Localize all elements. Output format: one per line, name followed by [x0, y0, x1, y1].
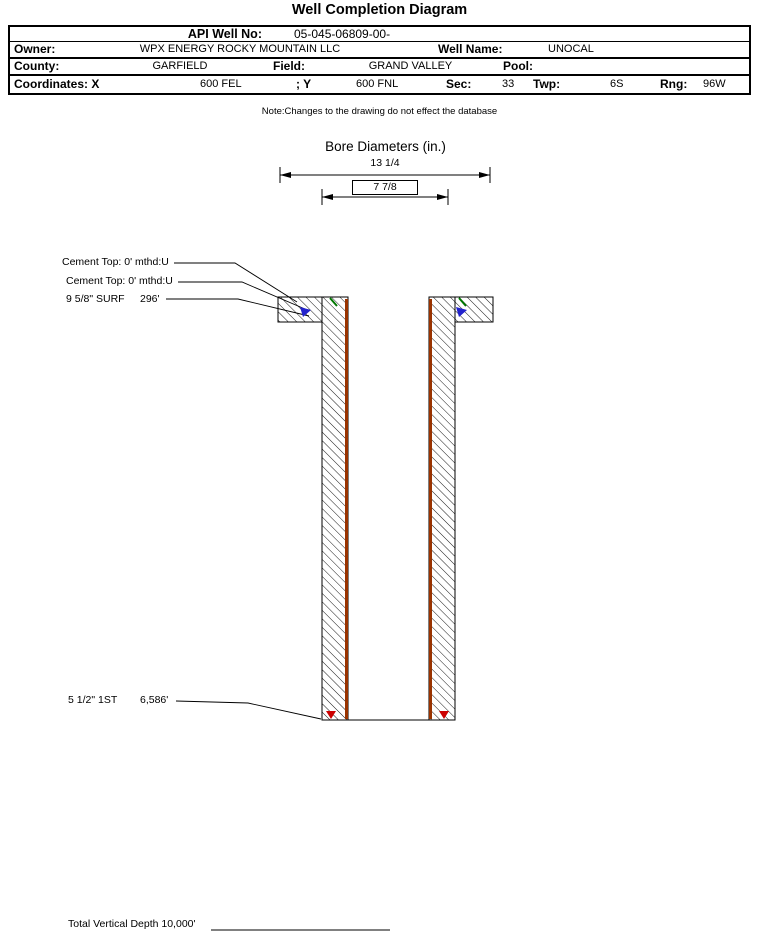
surface-casing-mark-right-icon [456, 307, 467, 317]
cement-top-mark-right-icon [458, 297, 467, 307]
well-name-value: UNOCAL [548, 43, 594, 55]
table-row-owner: Owner: WPX ENERGY ROCKY MOUNTAIN LLC Wel… [10, 41, 749, 57]
api-well-no-value: 05-045-06809-00- [294, 27, 391, 41]
county-label: County: [14, 59, 60, 73]
county-value: GARFIELD [152, 60, 208, 72]
page-title: Well Completion Diagram [291, 2, 468, 18]
cement-top-annotation-2: Cement Top: 0' mthd:U [66, 275, 173, 287]
casing-shoe-mark-right-icon [439, 711, 449, 719]
well-name-label: Well Name: [438, 42, 503, 56]
annulus-left [321, 296, 349, 721]
dim-arrow-left-icon [280, 172, 291, 178]
field-value: GRAND VALLEY [368, 60, 453, 72]
owner-value: WPX ENERGY ROCKY MOUNTAIN LLC [139, 43, 341, 55]
range-value: 96W [703, 78, 726, 90]
leader-first-casing [175, 700, 322, 720]
inner-bore-dimension [321, 189, 449, 205]
section-label: Sec: [446, 77, 472, 91]
range-label: Rng: [660, 77, 688, 91]
inner-bore-diameter-label: 7 7/8 [352, 180, 418, 195]
surface-casing-mark-left-icon [300, 307, 311, 317]
casing-shoe-mark-left-icon [326, 711, 336, 719]
api-well-no-label: API Well No: [187, 27, 262, 41]
section-value: 33 [502, 78, 515, 90]
owner-label: Owner: [14, 42, 56, 56]
surface-casing-label: 9 5/8" SURF [66, 293, 125, 305]
dim-arrow-left-icon [322, 194, 333, 200]
first-casing-label: 5 1/2" 1ST [68, 694, 118, 706]
first-casing-depth: 6,586' [140, 694, 169, 706]
table-row-county: County: GARFIELD Field: GRAND VALLEY Poo… [10, 57, 749, 74]
field-label: Field: [273, 59, 305, 73]
cement-top-mark-left-icon [329, 297, 338, 307]
cement-top-annotation-1: Cement Top: 0' mthd:U [62, 256, 169, 268]
coordinate-y-label: ; Y [296, 77, 312, 91]
pool-label: Pool: [503, 59, 533, 73]
coordinate-x-value: 600 FEL [200, 78, 242, 90]
table-row-api: API Well No: 05-045-06809-00- [10, 27, 749, 41]
annulus-right [428, 296, 456, 721]
surface-annulus-left [277, 296, 323, 323]
outer-bore-dimension [279, 167, 491, 183]
surface-casing-depth: 296' [140, 293, 160, 305]
leader-cement-top-1 [174, 262, 298, 303]
dim-arrow-right-icon [479, 172, 490, 178]
total-vertical-depth-label: Total Vertical Depth 10,000' [68, 918, 196, 930]
well-info-table: API Well No: 05-045-06809-00- Owner: WPX… [8, 25, 751, 95]
dim-arrow-right-icon [437, 194, 448, 200]
outer-bore-diameter-label: 13 1/4 [370, 157, 400, 169]
township-value: 6S [610, 78, 624, 90]
township-label: Twp: [533, 77, 561, 91]
database-note: Note:Changes to the drawing do not effec… [261, 106, 498, 117]
coordinate-y-value: 600 FNL [356, 78, 399, 90]
coordinates-label: Coordinates: X [14, 77, 100, 91]
bore-diameters-title: Bore Diameters (in.) [325, 139, 446, 154]
table-row-coordinates: Coordinates: X 600 FEL ; Y 600 FNL Sec: … [10, 74, 749, 93]
